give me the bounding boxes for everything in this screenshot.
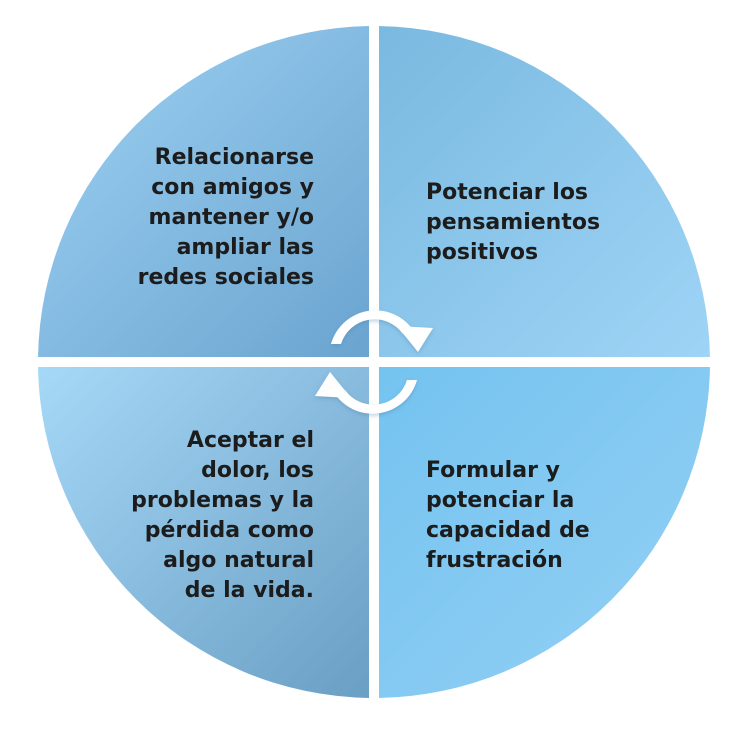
quadrant-top-right bbox=[379, 26, 710, 357]
quadrant-top-left-text: Relacionarse con amigos y mantener y/o a… bbox=[137, 145, 314, 290]
quadrant-top-right-text: Potenciar los pensamientos positivos bbox=[426, 180, 601, 265]
arrow-bottom-arc bbox=[335, 380, 417, 414]
arrow-bottom-head bbox=[315, 372, 351, 398]
quadrant-bottom-right bbox=[379, 367, 710, 698]
quadrant-bottom-left-text: Aceptar el dolor, los problemas y la pér… bbox=[131, 428, 314, 603]
arrow-top-head bbox=[397, 326, 433, 352]
quadrant-bottom-right-text: Formular y potenciar la capacidad de fru… bbox=[426, 458, 590, 573]
circular-arrows-icon bbox=[315, 310, 433, 414]
quadrant-top-left bbox=[38, 26, 369, 357]
arrow-top-arc bbox=[331, 310, 413, 344]
quadrant-bottom-left bbox=[38, 367, 369, 698]
